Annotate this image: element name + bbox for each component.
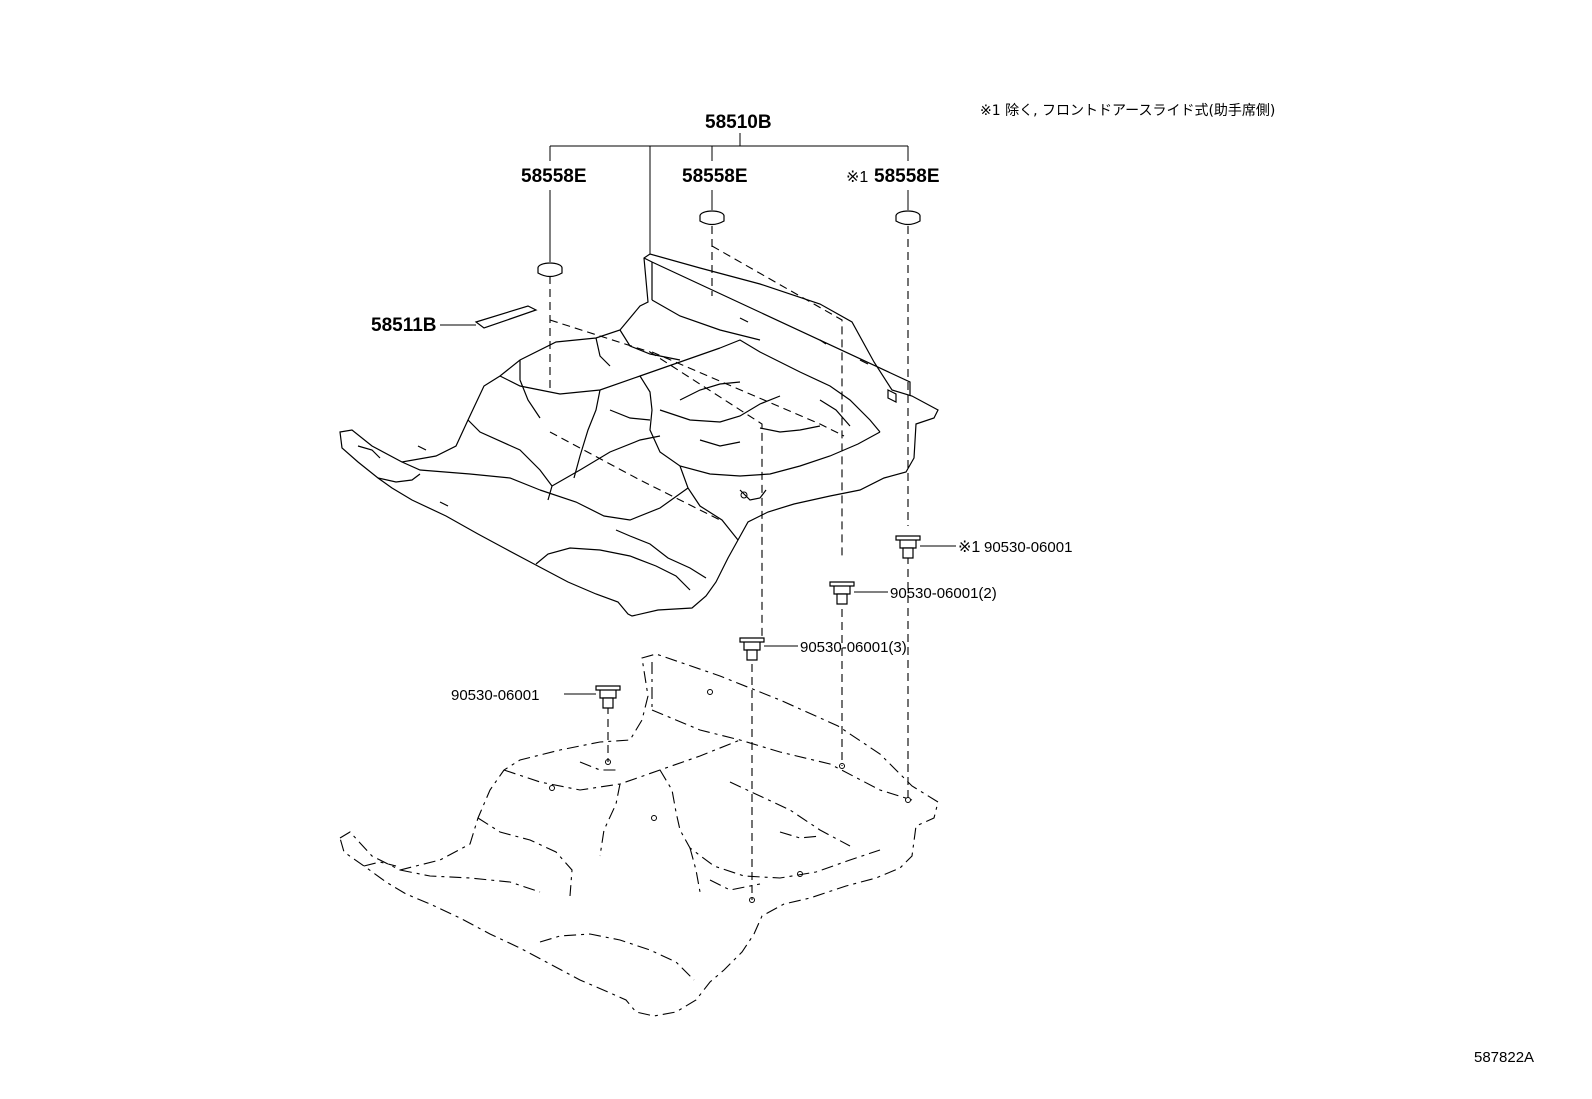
diagram-code: 587822A [1474, 1049, 1534, 1066]
applicability-note: ※1 除く, フロントドアースライド式(助手席側) [980, 103, 1275, 119]
pad-part [474, 305, 538, 329]
label-carpet-assy: 58510B [705, 112, 772, 133]
label-hole-plug-center: 58558E [682, 166, 748, 187]
clip-left [595, 685, 621, 709]
clip-3 [739, 637, 765, 661]
label-clip-left: 90530-06001 [451, 687, 539, 704]
label-clip-right-prefix: ※1 [958, 539, 980, 556]
label-hole-plug-right-prefix: ※1 [846, 169, 868, 186]
projection-box [549, 245, 845, 900]
floor-carpet [339, 253, 939, 617]
hole-plug-left [537, 262, 563, 278]
carpet-assy-bracket [549, 133, 909, 254]
label-hole-plug-left: 58558E [521, 166, 587, 187]
label-clip-3: 90530-06001(3) [800, 639, 907, 656]
label-hole-plug-right: 58558E [874, 166, 940, 187]
hole-plug-right [895, 210, 921, 226]
clip-2 [829, 581, 855, 605]
floor-panel-outline [339, 653, 939, 1017]
label-clip-right: 90530-06001 [984, 539, 1072, 556]
label-clip-2: 90530-06001(2) [890, 585, 997, 602]
clip-right [895, 535, 921, 559]
label-pad: 58511B [371, 315, 437, 336]
hole-plug-center [699, 210, 725, 226]
